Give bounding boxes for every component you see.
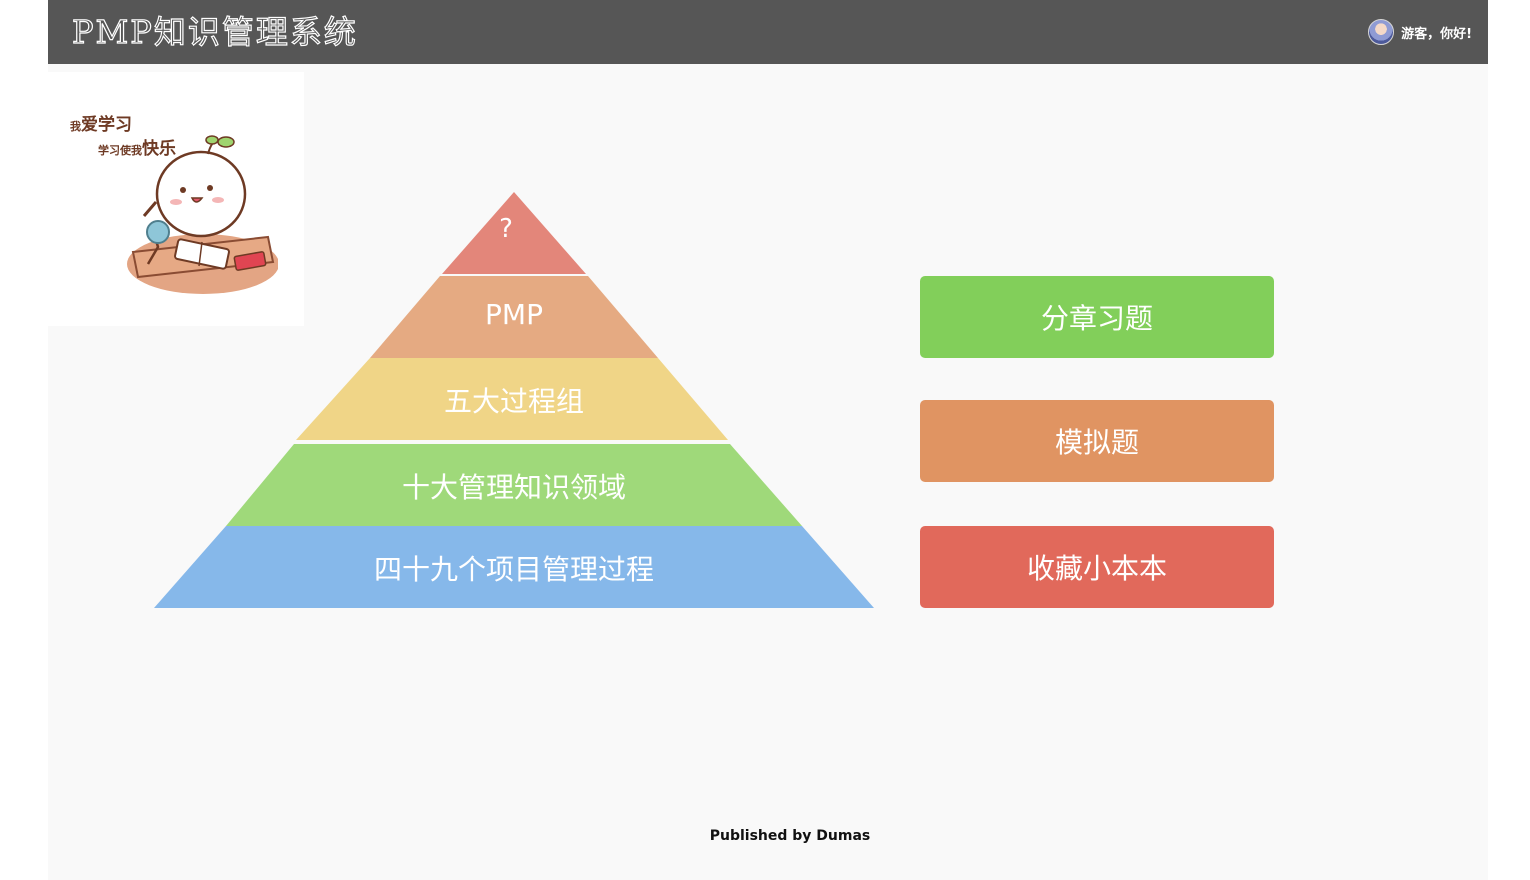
- footer-credit: Published by Dumas: [709, 828, 871, 844]
- pyramid-label-process-groups: 五大过程组: [443, 385, 584, 418]
- pyramid-label-knowledge-areas: 十大管理知识领域: [401, 471, 626, 504]
- app-window: PMP知识管理系统 游客，你好! 我爱学习 学习使我快乐: [48, 0, 1488, 880]
- mascot-caption-2: 学习使我快乐: [98, 139, 176, 159]
- pyramid-tier-process-groups: [296, 358, 728, 440]
- avatar[interactable]: [1368, 19, 1395, 45]
- pyramid-tier-processes: [154, 526, 874, 608]
- favorites-notebook-button[interactable]: 收藏小本本: [920, 526, 1274, 608]
- user-greeting: 游客，你好!: [1401, 26, 1472, 42]
- pyramid-tier-knowledge-areas: [226, 444, 802, 526]
- pyramid-tier-pmp: [370, 276, 658, 358]
- mascot-illustration: 我爱学习 学习使我快乐: [48, 72, 304, 326]
- pyramid-label-processes: 四十九个项目管理过程: [373, 553, 654, 586]
- app-title: PMP知识管理系统: [71, 12, 358, 51]
- pyramid-label-pmp: PMP: [485, 298, 543, 331]
- pyramid-label-top: ?: [499, 214, 513, 244]
- mascot-character-icon: [127, 135, 278, 294]
- chapter-exercises-button[interactable]: 分章习题: [920, 276, 1274, 358]
- user-menu[interactable]: 游客，你好!: [1368, 19, 1472, 45]
- mock-exam-button[interactable]: 模拟题: [920, 400, 1274, 482]
- pyramid-tier-top: [442, 192, 586, 274]
- top-header: PMP知识管理系统 游客，你好!: [48, 0, 1488, 64]
- mascot-caption-1: 我爱学习: [70, 115, 132, 135]
